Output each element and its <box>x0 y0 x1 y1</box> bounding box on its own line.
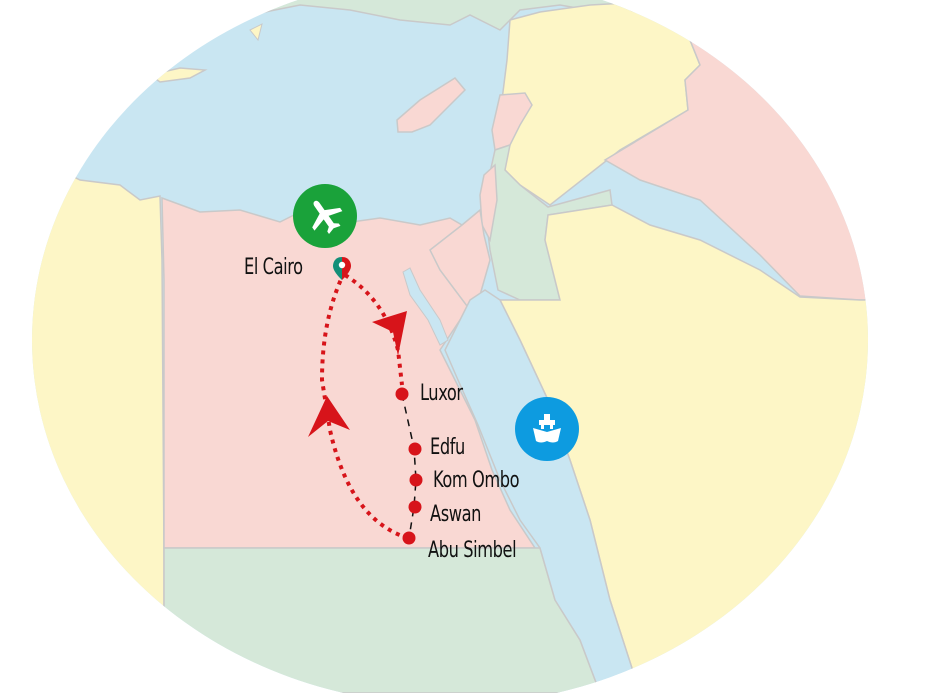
region-cyprus <box>396 77 467 133</box>
city-label-kom-ombo: Kom Ombo <box>433 468 520 493</box>
city-label-aswan: Aswan <box>430 502 482 527</box>
ship-icon <box>533 414 561 443</box>
city-label-abu-simbel: Abu Simbel <box>428 538 517 563</box>
region-lebanon <box>491 92 533 151</box>
region-sudan <box>163 547 602 693</box>
region-crete <box>148 67 208 83</box>
arrow-down-icon <box>372 311 407 356</box>
city-label-luxor: Luxor <box>420 381 463 406</box>
region-israel <box>479 163 498 243</box>
region-libya <box>32 159 165 693</box>
arrow-up-icon <box>308 396 350 437</box>
region-red-sea <box>444 289 642 693</box>
cruise-badge <box>515 397 579 461</box>
route-lines <box>308 273 417 540</box>
stop-marker-kom-ombo[interactable] <box>409 473 423 487</box>
flight-badge <box>293 184 357 248</box>
stop-marker-edfu[interactable] <box>408 442 422 456</box>
stop-markers <box>395 387 423 545</box>
route-abusimbel-to-cairo <box>319 274 409 540</box>
map-pin-icon[interactable] <box>333 257 351 280</box>
airplane-icon <box>312 200 343 234</box>
city-label-edfu: Edfu <box>430 435 465 460</box>
city-label-el-cairo: El Cairo <box>244 255 303 280</box>
stop-marker-luxor[interactable] <box>395 387 409 401</box>
stop-marker-abu-simbel[interactable] <box>402 531 416 545</box>
stop-marker-aswan[interactable] <box>408 500 422 514</box>
